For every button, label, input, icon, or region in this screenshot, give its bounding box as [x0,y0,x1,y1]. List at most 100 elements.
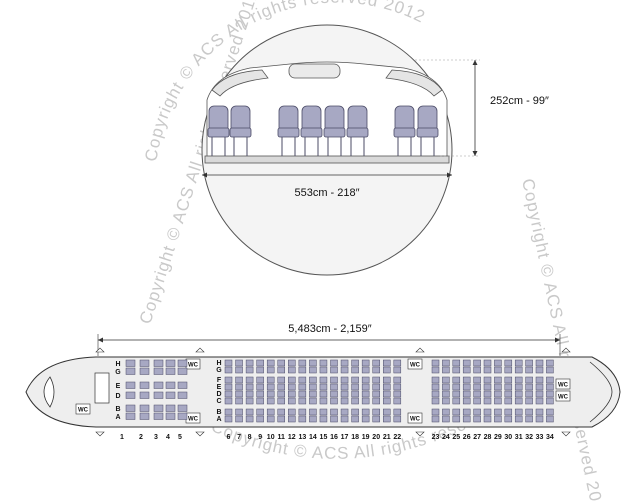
economy-seat [288,397,296,405]
cross-section-seat [300,105,323,156]
row-number: 13 [298,434,306,441]
economy-seat [452,390,461,398]
economy-seat [452,359,461,367]
economy-seat [351,408,359,416]
economy-seat [462,390,471,398]
business-seat [125,381,136,389]
lavatory: WC [407,358,423,370]
economy-seat [494,359,502,367]
economy-seat [504,390,513,398]
economy-seat [442,415,450,423]
row-number: 2 [139,434,143,441]
left-overhead-bin [211,69,269,97]
wc-label: WC [558,395,569,401]
row-number: 23 [432,434,440,441]
economy-seat [393,397,402,405]
height-arrow-top [472,60,478,65]
business-seat [153,367,164,375]
economy-seat [535,408,544,416]
economy-seat [245,415,254,423]
economy-seat [442,408,450,416]
economy-seat [383,408,391,416]
wc-label: WC [188,363,199,369]
cross-section-dimensions: 553cm - 218″ 252cm - 99″ [202,59,549,199]
economy-seat [340,415,349,423]
economy-seat [483,397,492,405]
seat-letter: B [216,409,221,416]
exit-marker-bottom [195,431,205,437]
business-seat [153,412,164,420]
business-seat [125,359,136,367]
wc-label: WC [410,363,421,369]
wc-label: WC [410,417,421,423]
economy-seat [256,390,264,398]
row-number: 20 [372,434,380,441]
economy-seat [288,390,296,398]
economy-seat [525,415,533,423]
economy-seat [309,366,317,374]
row-number: 1 [120,434,124,441]
economy-seat [393,359,402,367]
economy-seat [431,359,440,367]
economy-seat [514,397,523,405]
height-arrow-bottom [472,151,478,156]
business-seat [165,412,176,420]
economy-seat [372,397,380,405]
economy-seat [372,376,380,384]
economy-seat [256,415,264,423]
watermark-right: Copyright © ACS All rights reserved 2012 [518,177,610,502]
cross-section-seat [277,105,300,156]
economy-seat [235,415,243,423]
economy-seat [525,383,533,391]
economy-seat [473,366,481,374]
economy-seat [351,366,359,374]
business-seat [165,381,176,389]
exit-marker-bottom [561,431,571,437]
economy-seat [546,366,554,374]
economy-seat [442,366,450,374]
economy-seat [535,359,544,367]
row-number: 7 [237,434,241,441]
lavatory: WC [75,403,91,415]
business-seat [125,412,136,420]
exit-marker-top [561,347,571,353]
economy-seat [266,397,275,405]
business-seat [153,359,164,367]
business-seat [139,391,150,399]
cockpit-window [43,376,55,408]
economy-seat [361,415,370,423]
economy-seat [442,390,450,398]
economy-seat [340,408,349,416]
economy-seat [535,366,544,374]
economy-seat [298,408,307,416]
economy-seat [514,408,523,416]
economy-seat [351,383,359,391]
economy-seat [319,408,328,416]
economy-seat [546,408,554,416]
row-number: 31 [515,434,523,441]
economy-seat [473,376,481,384]
economy-seat [319,415,328,423]
economy-seat [514,390,523,398]
economy-seat [277,390,285,398]
economy-seat [483,383,492,391]
exit-marker-top [415,347,425,353]
economy-seat [256,383,264,391]
economy-seat [525,397,533,405]
wc-label: WC [78,408,89,414]
economy-seat [494,366,502,374]
cross-section-seat [207,105,230,156]
economy-seat [546,397,554,405]
economy-seat [224,397,233,405]
economy-seat [224,408,233,416]
economy-seat [340,390,349,398]
economy-seat [452,415,461,423]
economy-seat [361,390,370,398]
economy-seat [462,408,471,416]
economy-seat [494,397,502,405]
economy-seat [431,408,440,416]
economy-seat [245,390,254,398]
economy-seat [462,383,471,391]
economy-seat [235,397,243,405]
economy-seat [266,415,275,423]
